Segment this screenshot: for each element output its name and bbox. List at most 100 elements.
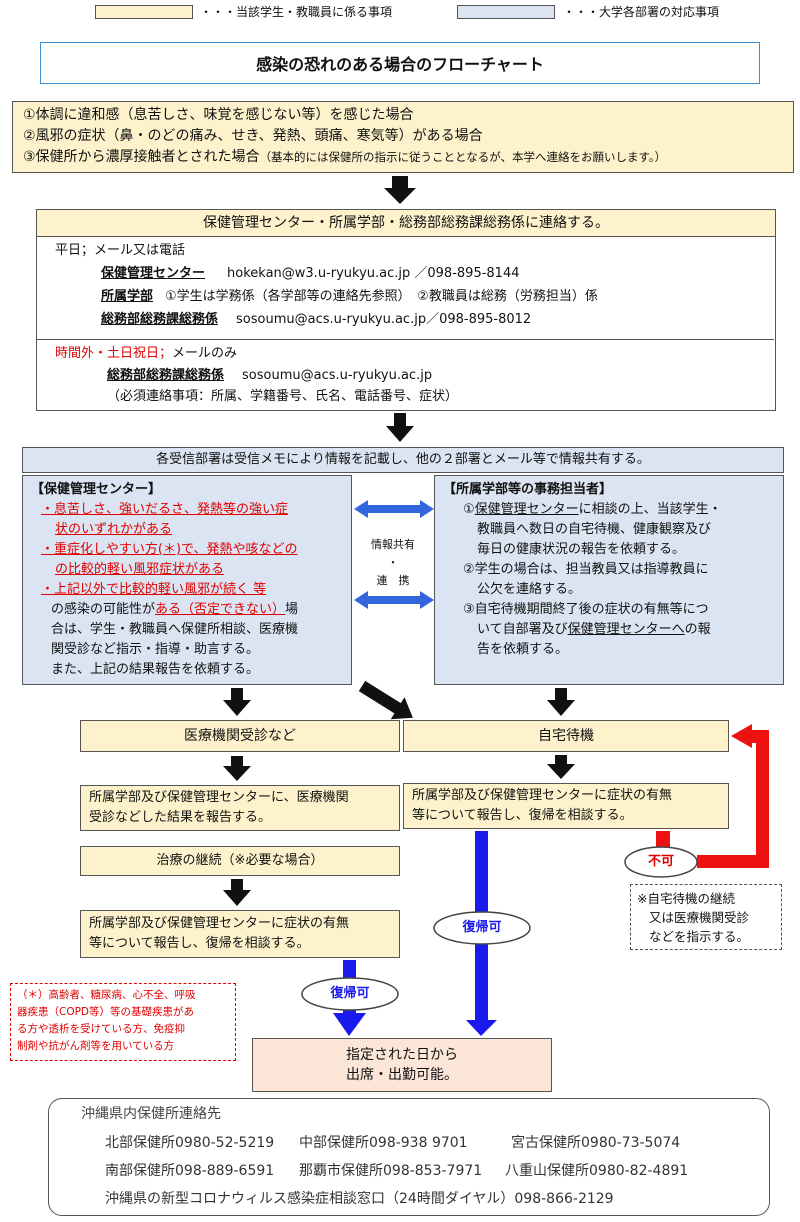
ga2-name: 総務部総務課総務係 — [107, 368, 225, 383]
not-ok-note-l3: などを指示する。 — [649, 929, 750, 944]
fac-line-1b: 保健管理センター — [474, 502, 579, 517]
not-ok-note: ※自宅待機の継続 又は医療機関受診 などを指示する。 — [630, 884, 782, 950]
condition-3-main: ③保健所から濃厚接触者とされた場合 — [23, 149, 260, 165]
fac-line-3: 毎日の健康状況の報告を依頼する。 — [477, 542, 686, 557]
hc-box-title: 【保健管理センター】 — [31, 482, 162, 497]
report-med2-box: 所属学部及び保健管理センターに症状の有無 等について報告し、復帰を相談する。 — [80, 910, 400, 958]
faculty-box: 【所属学部等の事務担当者】 ①保健管理センターに相談の上、当該学生・ 教職員へ数… — [434, 475, 784, 685]
fac-line-7b: 保健管理センターへ — [567, 622, 685, 637]
treatment-box: 治療の継続（※必要な場合） — [80, 846, 400, 876]
ga-contact: 総務部総務課総務係 sosoumu@acs.u-ryukyu.ac.jp／098-… — [101, 310, 531, 330]
faculty-contact: 所属学部 ①学生は学務係（各学部等の連絡先参照） ②教職員は総務（労務担当）係 — [101, 287, 598, 307]
final-l2: 出席・出勤可能。 — [346, 1067, 458, 1083]
report-home-l2: 等について報告し、復帰を相談する。 — [412, 808, 633, 823]
hc-line-8: 関受診など指示・指導・助言する。 — [51, 642, 260, 657]
weekday-label: 平日；メール又は電話 — [55, 243, 186, 258]
home-text: 自宅待機 — [538, 728, 594, 744]
arrow-down-5 — [223, 756, 251, 781]
hc-row1-col3: 宮古保健所0980-73-5074 — [511, 1135, 681, 1151]
fac-line-6: ③自宅待機期間終了後の症状の有無等につ — [463, 602, 709, 617]
condition-1: ①体調に違和感（息苦しさ、味覚を感じない等）を感じた場合 — [23, 107, 414, 123]
return-ok-label-1: 復帰可 — [462, 920, 502, 935]
arrow-down-2 — [386, 413, 414, 442]
red-loop-stub — [656, 831, 670, 849]
medical-box: 医療機関受診など — [80, 720, 400, 752]
link-label-bottom: 連 携 — [376, 574, 410, 587]
arrow-down-4 — [547, 688, 575, 716]
red-loop-bottom — [697, 855, 767, 868]
fac-line-1a: ① — [463, 502, 475, 517]
health-centers-title: 沖縄県内保健所連絡先 — [81, 1106, 221, 1122]
fac-line-4: ②学生の場合は、担当教員又は指導教員に — [463, 562, 709, 577]
not-ok-note-l2: 又は医療機関受診 — [649, 910, 750, 925]
footnote-l1: （＊）高齢者、糖尿病、心不全、呼吸 — [17, 989, 196, 1001]
hc-line-6a: の感染の可能性が — [51, 602, 156, 617]
hc-rule-3: ・重症化しやすい方(＊)で、発熱や咳などの — [41, 542, 298, 557]
hc-rule-2: 状のいずれかがある — [55, 522, 173, 537]
faculty-name: 所属学部 — [101, 289, 154, 304]
after-hours-red: 時間外・土日祝日； — [55, 346, 173, 361]
fac-line-7c: の報 — [684, 622, 711, 637]
hc-line-6: の感染の可能性がある（否定できない）場 — [31, 600, 343, 620]
fac-line-2: 教職員へ数日の自宅待機、健康観察及び — [477, 522, 712, 537]
final-l1: 指定された日から — [346, 1047, 458, 1063]
link-label-dot: ・ — [387, 556, 399, 569]
hc-rule-1: ・息苦しさ、強いだるさ、発熱等の強い症 — [41, 502, 289, 517]
link-arrow-bottom — [354, 591, 434, 609]
legend-swatch-student — [95, 5, 193, 19]
contact-header: 保健管理センター・所属学部・総務部総務課総務係に連絡する。 — [203, 215, 609, 231]
treatment-text: 治療の継続（※必要な場合） — [156, 853, 324, 868]
not-ok-note-l1: ※自宅待機の継続 — [637, 891, 735, 906]
legend-label-student: ・・・当該学生・教職員に係る事項 — [200, 5, 393, 19]
hc-box: 【保健管理センター】 ・息苦しさ、強いだるさ、発熱等の強い症 状のいずれかがある… — [22, 475, 352, 685]
page-title: 感染の恐れのある場合のフローチャート — [256, 55, 544, 74]
fac-line-8: 告を依頼する。 — [477, 642, 569, 657]
red-loop-right — [756, 735, 769, 868]
report-med2-l1: 所属学部及び保健管理センターに症状の有無 — [89, 916, 350, 931]
fac-line-1: ①保健管理センターに相談の上、当該学生・ — [443, 500, 775, 520]
not-ok-oval — [624, 846, 698, 878]
legend-swatch-dept — [457, 5, 555, 19]
footnote-l2: 器疾患（COPD等）等の基礎疾患があ — [17, 1006, 195, 1018]
condition-3: ③保健所から濃厚接触者とされた場合（基本的には保健所の指示に従うこととなるが、本… — [23, 147, 783, 168]
after-hours-label: メールのみ — [172, 346, 238, 361]
required-items: （必須連絡事項：所属、学籍番号、氏名、電話番号、症状） — [107, 389, 459, 404]
hc-name: 保健管理センター — [101, 266, 206, 281]
fac-line-7: いて自部署及び保健管理センターへの報 — [443, 620, 775, 640]
report-home-box: 所属学部及び保健管理センターに症状の有無 等について報告し、復帰を相談する。 — [403, 783, 729, 829]
arrow-down-1 — [384, 176, 416, 204]
share-box: 各受信部署は受信メモにより情報を記載し、他の２部署とメール等で情報共有する。 — [22, 447, 784, 473]
hc-rule-4: の比較的軽い風邪症状がある — [55, 562, 225, 577]
hc-rule-5: ・上記以外で比較的軽い風邪が続く 等 — [41, 582, 267, 597]
blue-arrow-right-head — [466, 1020, 497, 1036]
home-box: 自宅待機 — [403, 720, 729, 752]
link-label-top: 情報共有 — [371, 538, 415, 551]
report-home-l1: 所属学部及び保健管理センターに症状の有無 — [412, 788, 673, 803]
arrow-down-6 — [547, 755, 575, 779]
blue-arrow-left-head — [333, 1013, 366, 1036]
fac-line-5: 公欠を連絡する。 — [477, 582, 582, 597]
return-ok-oval-2 — [301, 977, 399, 1011]
legend-label-dept: ・・・大学各部署の対応事項 — [563, 5, 720, 19]
ga2-contact: 総務部総務課総務係 sosoumu@acs.u-ryukyu.ac.jp — [107, 366, 432, 386]
condition-3-note: （基本的には保健所の指示に従うこととなるが、本学へ連絡をお願いします。） — [259, 150, 667, 164]
hc-line-6c: 場 — [285, 602, 299, 617]
hc-line-7: 合は、学生・教職員へ保健所相談、医療機 — [51, 622, 299, 637]
red-loop-head — [731, 724, 752, 748]
link-arrow-top — [354, 500, 434, 518]
ga-name: 総務部総務課総務係 — [101, 312, 219, 327]
faculty-info: ①学生は学務係（各学部等の連絡先参照） ②教職員は総務（労務担当）係 — [165, 289, 598, 304]
ga-info: sosoumu@acs.u-ryukyu.ac.jp／098-895-8012 — [236, 312, 532, 327]
report-med-l2: 受診などした結果を報告する。 — [89, 810, 272, 825]
fac-line-7a: いて自部署及び — [477, 622, 568, 637]
ga2-info: sosoumu@acs.u-ryukyu.ac.jp — [242, 368, 433, 383]
footnote-l4: 制剤や抗がん剤等を用いている方 — [17, 1040, 175, 1052]
share-text: 各受信部署は受信メモにより情報を記載し、他の２部署とメール等で情報共有する。 — [156, 452, 650, 467]
fac-box-title: 【所属学部等の事務担当者】 — [443, 482, 613, 497]
footnote-l3: る方や透析を受けている方、免疫抑 — [17, 1023, 185, 1035]
hc-row1-col2: 中部保健所098-938 9701 — [299, 1135, 468, 1151]
arrow-down-3 — [223, 688, 251, 716]
